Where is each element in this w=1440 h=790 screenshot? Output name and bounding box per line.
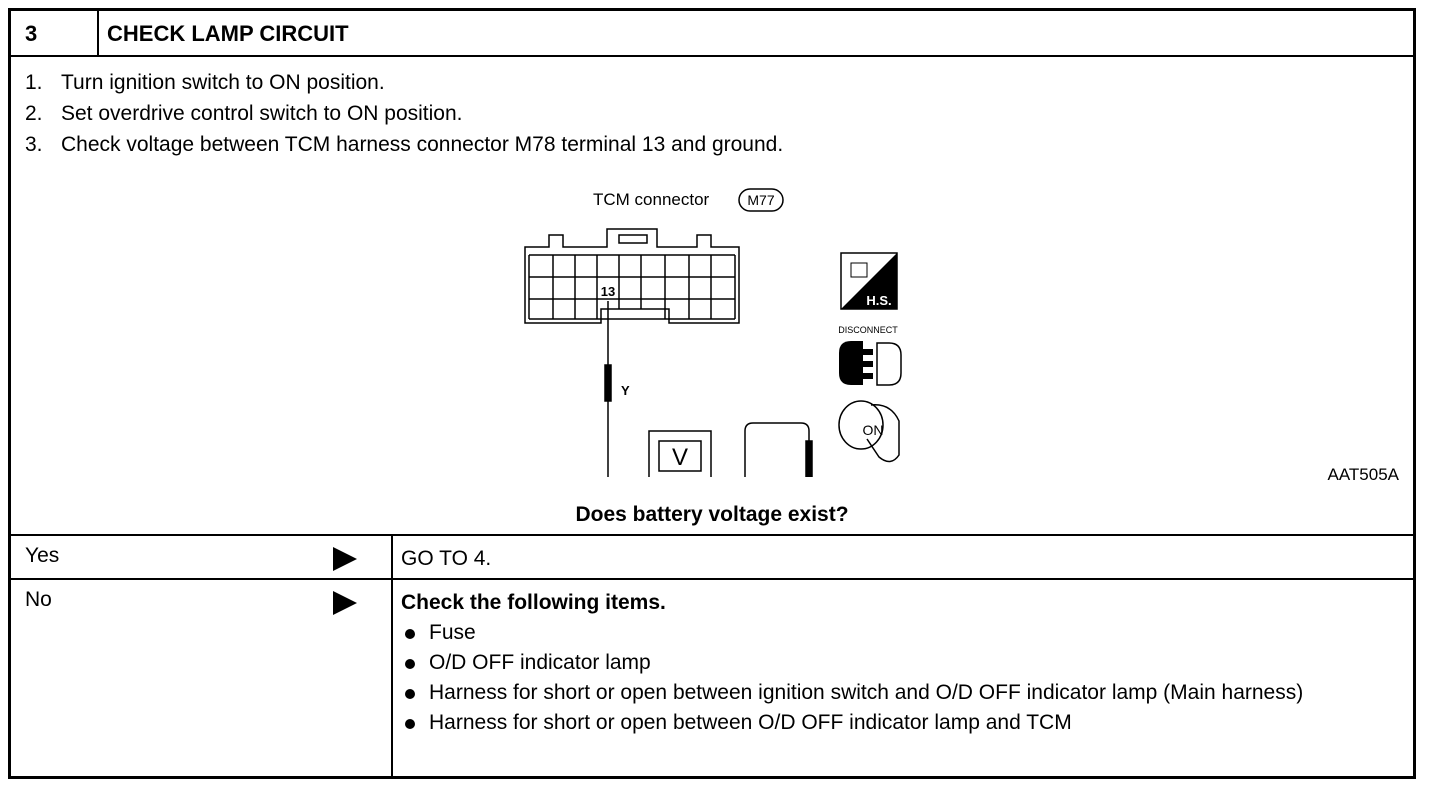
ignition-on-label: ON [863, 422, 884, 438]
connector-code: M77 [747, 192, 774, 208]
wire-color: Y [621, 383, 630, 398]
hs-label: H.S. [866, 293, 891, 308]
check-item: O/D OFF indicator lamp [401, 648, 1413, 678]
answer-no-result-title: Check the following items. [401, 591, 666, 614]
procedure-body: 1. Turn ignition switch to ON position. 2… [11, 57, 1413, 536]
answer-no-label: No [25, 588, 52, 611]
check-item: Harness for short or open between igniti… [401, 678, 1413, 708]
step-text: Set overdrive control switch to ON posit… [61, 102, 463, 125]
ignition-on-icon [838, 400, 900, 463]
procedure-table: 3 CHECK LAMP CIRCUIT 1. Turn ignition swi… [8, 8, 1416, 779]
step-num: 1. [25, 71, 43, 94]
answer-no-result: Check the following items. Fuse O/D OFF … [391, 580, 1413, 776]
circuit-diagram: TCM connector M77 [524, 188, 902, 477]
answer-yes-result: GO TO 4. [391, 536, 1413, 578]
procedure-step: 1. Turn ignition switch to ON position. [25, 67, 783, 98]
disconnect-label: DISCONNECT [838, 325, 898, 335]
answer-yes-row: Yes GO TO 4. [11, 536, 1413, 580]
voltmeter-symbol: V [672, 444, 688, 471]
arrow-right-icon [333, 547, 357, 571]
connector-code-badge [738, 188, 784, 212]
check-item: Fuse [401, 618, 1413, 648]
step-num: 2. [25, 102, 43, 125]
step-text: Check voltage between TCM harness connec… [61, 133, 784, 156]
answer-no-row: No Check the following items. Fuse O/D O… [11, 580, 1413, 776]
answer-yes-result-text: GO TO 4. [401, 547, 492, 570]
procedure-step: 2. Set overdrive control switch to ON pos… [25, 98, 783, 129]
terminal-number: 13 [601, 284, 615, 299]
step-title: CHECK LAMP CIRCUIT [107, 21, 349, 46]
connector-body [524, 228, 740, 324]
step-text: Turn ignition switch to ON position. [61, 71, 385, 94]
procedure-step: 3. Check voltage between TCM harness conn… [25, 129, 783, 160]
disconnect-icon [839, 341, 902, 386]
step-number: 3 [11, 11, 99, 57]
harness-side-icon [840, 252, 898, 310]
connector-label: TCM connector [593, 190, 710, 209]
check-question: Does battery voltage exist? [575, 503, 849, 526]
test-wiring [604, 301, 813, 477]
arrow-right-icon [333, 591, 357, 615]
voltmeter [648, 430, 712, 477]
answer-yes-label: Yes [25, 544, 60, 567]
step-header: 3 CHECK LAMP CIRCUIT [11, 11, 1413, 57]
procedure-steps: 1. Turn ignition switch to ON position. 2… [25, 67, 783, 160]
figure-reference: AAT505A [1327, 465, 1399, 484]
step-num: 3. [25, 133, 43, 156]
check-item: Harness for short or open between O/D OF… [401, 708, 1413, 738]
